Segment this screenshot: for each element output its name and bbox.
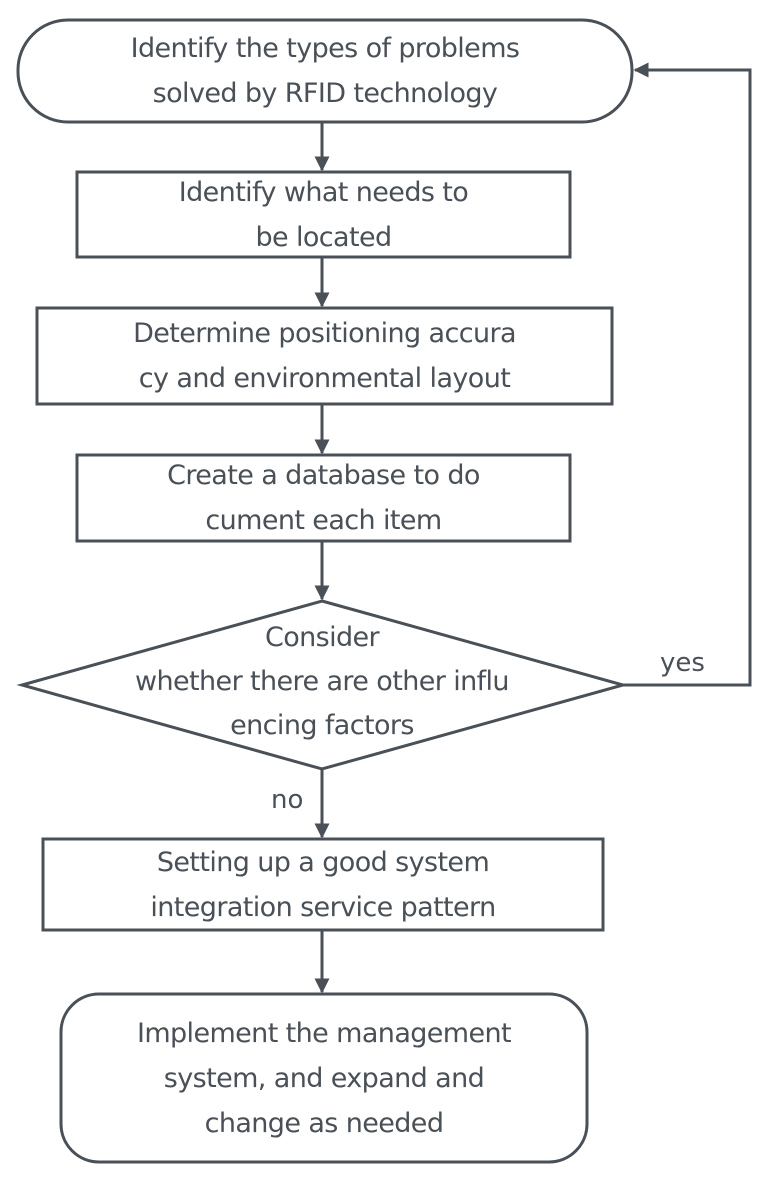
- start-terminal-label: Identify the types of problems solved by…: [130, 33, 520, 109]
- yes-edge-label: yes: [660, 648, 705, 678]
- no-edge-label: no: [271, 785, 304, 815]
- step1-label: Identify what needs to be located: [178, 177, 469, 253]
- start-terminal-shape: [16, 18, 634, 124]
- step2-label: Determine positioning accura cy and envi…: [133, 318, 516, 394]
- end-terminal-shape: [59, 992, 589, 1164]
- end-terminal-label: Implement the management system, and exp…: [136, 1017, 512, 1139]
- step2-box-shape: [35, 306, 614, 406]
- step3-label: Create a database to do cument each item: [167, 460, 480, 536]
- arrow-yes-loop-back: [623, 62, 752, 687]
- decision-label: Consider whether there are other influ e…: [135, 622, 510, 741]
- step4-label: Setting up a good system integration ser…: [150, 846, 496, 923]
